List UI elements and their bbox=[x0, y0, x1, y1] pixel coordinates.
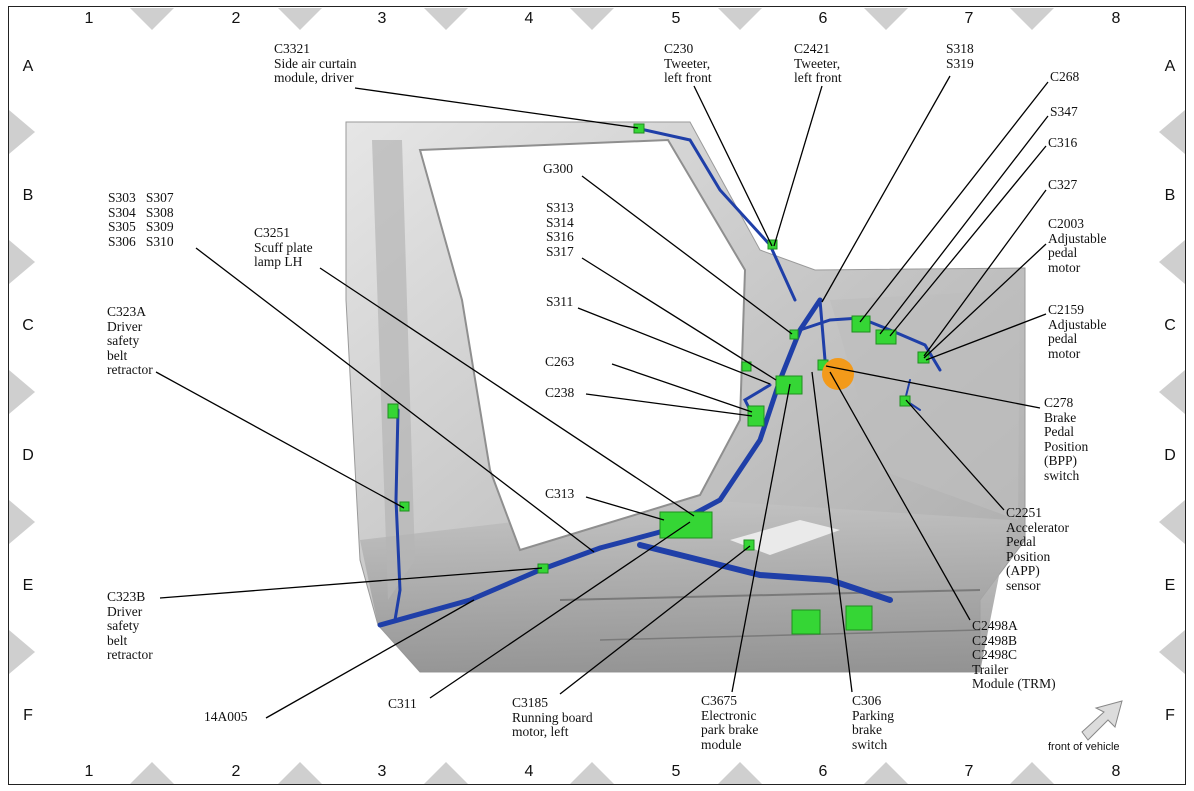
callout-c3321: C3321 Side air curtain module, driver bbox=[274, 41, 357, 85]
callout-c2498: C2498A C2498B C2498C Trailer Module (TRM… bbox=[972, 618, 1056, 691]
row-label-right-e: E bbox=[1164, 577, 1176, 594]
col-label-bottom-7: 7 bbox=[964, 763, 974, 780]
callout-c278: C278 Brake Pedal Position (BPP) switch bbox=[1044, 395, 1089, 483]
border-markers bbox=[9, 8, 1185, 784]
callout-c2159: C2159 Adjustable pedal motor bbox=[1048, 302, 1107, 361]
callout-s347: S347 bbox=[1050, 104, 1078, 119]
col-label-bottom-3: 3 bbox=[377, 763, 387, 780]
col-label-top-3: 3 bbox=[377, 10, 387, 27]
callout-c2421: C2421 Tweeter, left front bbox=[794, 41, 842, 85]
row-label-left-f: F bbox=[23, 707, 33, 724]
callout-splices-s303-s310: S303 S307 S304 S308 S305 S309 S306 S310 bbox=[108, 190, 174, 249]
col-label-bottom-4: 4 bbox=[524, 763, 534, 780]
front-of-vehicle-label: front of vehicle bbox=[1048, 741, 1120, 753]
col-label-bottom-5: 5 bbox=[671, 763, 681, 780]
callout-c313: C313 bbox=[545, 486, 575, 501]
callout-s318-s319: S318 S319 bbox=[946, 41, 974, 71]
col-label-bottom-6: 6 bbox=[818, 763, 828, 780]
col-label-bottom-8: 8 bbox=[1111, 763, 1121, 780]
row-label-left-d: D bbox=[22, 447, 34, 464]
col-label-bottom-2: 2 bbox=[231, 763, 241, 780]
leader-lines bbox=[155, 75, 1049, 719]
vehicle-body bbox=[345, 121, 1026, 673]
row-label-right-f: F bbox=[1165, 707, 1175, 724]
row-label-right-c: C bbox=[1164, 317, 1176, 334]
front-of-vehicle-arrow bbox=[1081, 700, 1123, 741]
callout-c323b: C323B Driver safety belt retractor bbox=[107, 589, 153, 662]
callout-c230: C230 Tweeter, left front bbox=[664, 41, 712, 85]
row-label-right-b: B bbox=[1164, 187, 1176, 204]
row-label-right-a: A bbox=[1164, 58, 1176, 75]
row-label-right-d: D bbox=[1164, 447, 1176, 464]
col-label-top-1: 1 bbox=[84, 10, 94, 27]
row-label-left-a: A bbox=[22, 58, 34, 75]
callout-c268: C268 bbox=[1050, 69, 1080, 84]
col-label-top-7: 7 bbox=[964, 10, 974, 27]
callout-c263: C263 bbox=[545, 354, 575, 369]
callout-c311: C311 bbox=[388, 696, 417, 711]
row-label-left-e: E bbox=[22, 577, 34, 594]
callout-splices-s313-s317: S313 S314 S316 S317 bbox=[546, 200, 574, 259]
callout-c238: C238 bbox=[545, 385, 575, 400]
callout-g300: G300 bbox=[543, 161, 573, 176]
diagram-frame bbox=[8, 6, 1186, 785]
callout-c306: C306 Parking brake switch bbox=[852, 693, 894, 752]
row-label-left-b: B bbox=[22, 187, 34, 204]
callout-c323a: C323A Driver safety belt retractor bbox=[107, 304, 153, 377]
col-label-bottom-1: 1 bbox=[84, 763, 94, 780]
col-label-top-5: 5 bbox=[671, 10, 681, 27]
callout-c3251: C3251 Scuff plate lamp LH bbox=[254, 225, 313, 269]
col-label-top-6: 6 bbox=[818, 10, 828, 27]
pedal-component bbox=[822, 358, 854, 390]
callout-s311: S311 bbox=[546, 294, 574, 309]
callout-14a005: 14A005 bbox=[204, 709, 248, 724]
callout-c3675: C3675 Electronic park brake module bbox=[701, 693, 759, 752]
callout-c316: C316 bbox=[1048, 135, 1078, 150]
col-label-top-2: 2 bbox=[231, 10, 241, 27]
col-label-top-4: 4 bbox=[524, 10, 534, 27]
callout-c3185: C3185 Running board motor, left bbox=[512, 695, 593, 739]
callout-c2251: C2251 Accelerator Pedal Position (APP) s… bbox=[1006, 505, 1069, 593]
col-label-top-8: 8 bbox=[1111, 10, 1121, 27]
callout-c2003: C2003 Adjustable pedal motor bbox=[1048, 216, 1107, 275]
row-label-left-c: C bbox=[22, 317, 34, 334]
callout-c327: C327 bbox=[1048, 177, 1078, 192]
